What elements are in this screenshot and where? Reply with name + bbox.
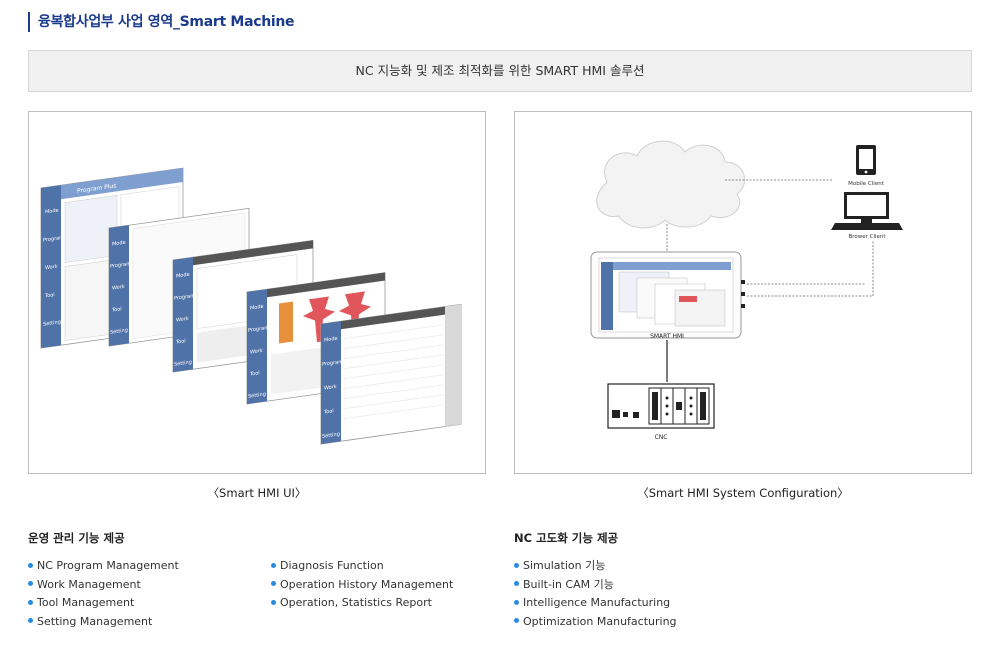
ops-features-list-1: NC Program Management Work Management To… bbox=[28, 557, 179, 631]
list-item: Optimization Manufacturing bbox=[514, 613, 677, 632]
hmi-screen-5: Mode Program List Work Tool Setting bbox=[320, 303, 462, 445]
list-item-text: Work Management bbox=[37, 577, 141, 591]
list-item: NC Program Management bbox=[28, 557, 179, 576]
ops-features-list-2: Diagnosis Function Operation History Man… bbox=[271, 557, 453, 613]
nc-features-heading: NC 고도화 기능 제공 bbox=[514, 531, 619, 545]
screen3-menu-1: Program List bbox=[174, 291, 205, 301]
smart-hmi-ui-diagram: Program Plus Mode Program Work Tool Sett… bbox=[28, 111, 486, 474]
screen5-menu-2: Work bbox=[324, 384, 337, 392]
bullet-icon bbox=[514, 562, 519, 568]
list-item: Tool Management bbox=[28, 594, 179, 613]
screen3-menu-4: Setting bbox=[174, 359, 192, 367]
screen2-menu-2: Work bbox=[112, 284, 125, 292]
screen3-menu-0: Mode bbox=[176, 272, 190, 280]
list-item: Operation History Management bbox=[271, 576, 453, 595]
list-item-text: Tool Management bbox=[37, 596, 135, 609]
screen3-menu-3: Tool bbox=[175, 338, 186, 345]
tool-part-2 bbox=[303, 296, 335, 343]
screen4-menu-4: Setting bbox=[248, 391, 266, 399]
tool-part-3 bbox=[339, 291, 371, 338]
bullet-icon bbox=[514, 618, 519, 623]
page-title: 융복합사업부 사업 영역_Smart Machine bbox=[28, 12, 295, 32]
list-item-text: Diagnosis Function bbox=[280, 559, 384, 572]
solution-banner: NC 지능화 및 제조 최적화를 위한 SMART HMI 솔루션 bbox=[28, 50, 972, 92]
screen1-menu-4: Setting bbox=[43, 319, 61, 327]
screen2-menu-0: Mode bbox=[112, 240, 126, 248]
screen1-menu-2: Work bbox=[45, 264, 58, 272]
list-item: Built-in CAM 기능 bbox=[514, 576, 677, 595]
cnc-device-icon bbox=[607, 383, 715, 429]
bullet-icon bbox=[271, 599, 276, 605]
browser-client-label: Brower Client bbox=[848, 234, 886, 240]
screen4-menu-1: Program List bbox=[248, 323, 279, 333]
smart-hmi-ui-caption: 〈Smart HMI UI〉 bbox=[207, 486, 307, 500]
bullet-icon bbox=[28, 599, 33, 605]
bullet-icon bbox=[514, 581, 519, 586]
list-item: Simulation 기능 bbox=[514, 557, 677, 576]
mobile-client-icon bbox=[856, 145, 876, 175]
ops-features-heading: 운영 관리 기능 제공 bbox=[28, 531, 125, 545]
list-item: Setting Management bbox=[28, 613, 179, 632]
cloud-icon bbox=[596, 140, 746, 229]
smart-hmi-system-caption: 〈Smart HMI System Configuration〉 bbox=[637, 486, 849, 500]
screen4-menu-0: Mode bbox=[250, 304, 264, 312]
browser-client-icon bbox=[831, 192, 903, 230]
list-item: Work Management bbox=[28, 576, 179, 595]
list-item-text: Operation, Statistics Report bbox=[280, 596, 432, 609]
bullet-icon bbox=[28, 618, 33, 623]
screen5-menu-1: Program List bbox=[322, 357, 353, 367]
screen3-menu-2: Work bbox=[176, 316, 189, 324]
list-item-text: Intelligence Manufacturing bbox=[523, 596, 671, 609]
smart-hmi-system-diagram: Mobile Client Brower Client bbox=[514, 111, 972, 474]
tool-part-1 bbox=[279, 301, 293, 344]
bullet-icon bbox=[271, 581, 276, 586]
banner-text: NC 지능화 및 제조 최적화를 위한 SMART HMI 솔루션 bbox=[355, 63, 645, 78]
screen1-menu-3: Tool bbox=[44, 292, 55, 299]
bullet-icon bbox=[28, 562, 33, 568]
mobile-client-label: Mobile Client bbox=[848, 181, 885, 187]
smart-hmi-label: SMART HMI bbox=[650, 333, 684, 340]
smart-hmi-device bbox=[590, 251, 745, 339]
cnc-label: CNC bbox=[655, 434, 668, 441]
nc-features-list: Simulation 기능 Built-in CAM 기능 Intelligen… bbox=[514, 557, 677, 631]
list-item-text: Simulation 기능 bbox=[523, 559, 606, 572]
bullet-icon bbox=[28, 581, 33, 586]
hmi-ui-illustration: Program Plus Mode Program Work Tool Sett… bbox=[40, 167, 462, 445]
list-item-text: Setting Management bbox=[37, 614, 153, 628]
list-item-text: NC Program Management bbox=[37, 559, 179, 572]
list-item-text: Optimization Manufacturing bbox=[523, 614, 677, 628]
system-configuration-illustration: Mobile Client Brower Client bbox=[590, 140, 903, 441]
screen2-menu-3: Tool bbox=[111, 306, 122, 313]
screen1-menu-1: Program bbox=[43, 235, 64, 244]
screen2-menu-4: Setting bbox=[110, 327, 128, 335]
list-item-text: Operation History Management bbox=[280, 577, 454, 591]
list-item: Operation, Statistics Report bbox=[271, 594, 453, 613]
list-item-text: Built-in CAM 기능 bbox=[523, 577, 614, 591]
screen5-menu-0: Mode bbox=[324, 336, 338, 344]
list-item: Intelligence Manufacturing bbox=[514, 594, 677, 613]
screen4-menu-3: Tool bbox=[249, 370, 260, 377]
bullet-icon bbox=[271, 562, 276, 568]
screen1-menu-0: Mode bbox=[45, 208, 59, 216]
screen4-menu-2: Work bbox=[250, 348, 263, 356]
screen5-menu-3: Tool bbox=[323, 408, 334, 415]
bullet-icon bbox=[514, 599, 519, 605]
list-item: Diagnosis Function bbox=[271, 557, 453, 576]
screen2-menu-1: Program bbox=[110, 261, 131, 270]
screen5-menu-4: Setting bbox=[322, 431, 340, 439]
